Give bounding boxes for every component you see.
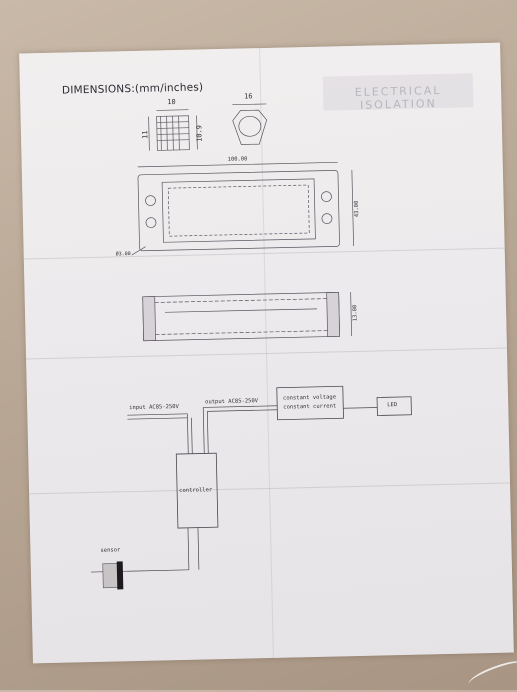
enclosure-top-drawing xyxy=(131,161,354,256)
led-box xyxy=(376,396,412,416)
dim-gland-width: 10 xyxy=(167,97,176,107)
driver-label-line2: constant current xyxy=(283,403,337,411)
instruction-sheet: ELECTRICAL ISOLATION DIMENSIONS:(mm/inch… xyxy=(19,42,514,664)
dim-hole-diameter: Ø3.00 xyxy=(115,251,131,258)
led-label: LED xyxy=(387,402,398,409)
dim-box-height: 43.00 xyxy=(353,200,361,218)
nut-drawing xyxy=(232,103,268,145)
input-label: input AC85-250V xyxy=(129,404,179,412)
controller-box xyxy=(175,452,219,529)
sensor-drawing xyxy=(102,561,124,590)
dim-gland-height-right: 10.9 xyxy=(195,124,204,142)
enclosure-side-drawing xyxy=(142,291,352,342)
driver-box xyxy=(276,385,344,421)
sensor-label: sensor xyxy=(100,547,121,554)
cable-in-corner xyxy=(466,656,517,692)
controller-label: controller xyxy=(179,487,213,495)
driver-label-line1: constant voltage xyxy=(282,394,337,402)
technical-drawings xyxy=(90,103,412,590)
output-label: output AC85-250V xyxy=(205,398,259,406)
dim-box-width: 100.00 xyxy=(227,156,248,163)
wiring-diagram xyxy=(90,405,378,573)
gland-side-drawing xyxy=(148,109,198,151)
dim-side-height: 13.00 xyxy=(352,304,359,322)
dim-gland-height: 11 xyxy=(141,130,150,140)
dim-nut-width: 16 xyxy=(244,92,253,101)
